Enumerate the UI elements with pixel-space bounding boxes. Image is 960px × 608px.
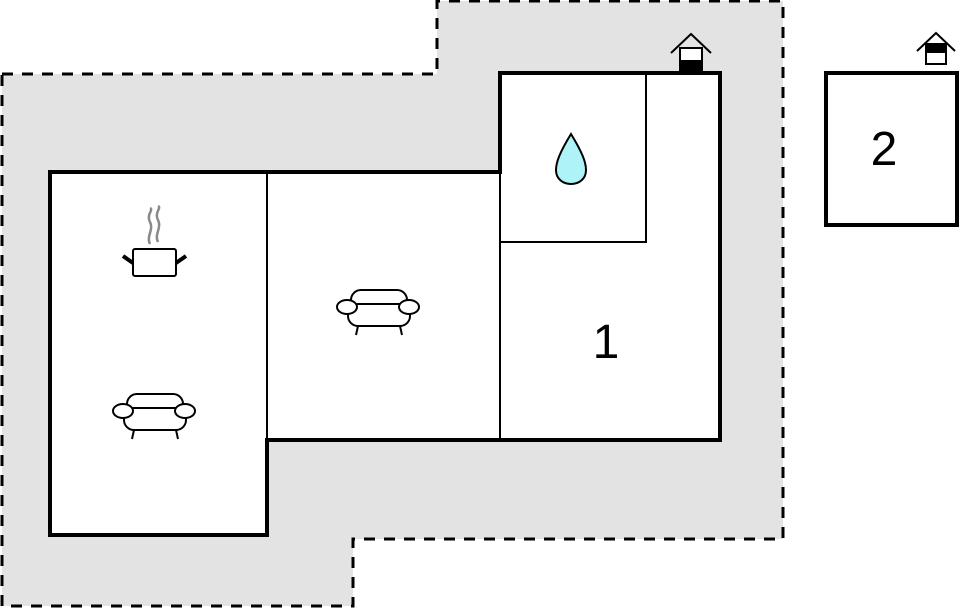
building-2-label: 2 bbox=[871, 123, 898, 176]
room-kitchen-living bbox=[112, 204, 196, 440]
building-2-entrance-icon bbox=[916, 31, 956, 65]
building-2: 2 bbox=[824, 71, 959, 227]
main-entrance-icon bbox=[670, 32, 712, 72]
water-drop-icon bbox=[554, 132, 588, 186]
cooking-pot-icon bbox=[121, 204, 188, 277]
room-bathroom bbox=[554, 132, 588, 186]
armchair-icon bbox=[336, 289, 420, 336]
exterior-walls bbox=[48, 71, 722, 537]
room-living bbox=[336, 289, 420, 336]
room-1-label: 1 bbox=[593, 316, 620, 369]
armchair-icon bbox=[112, 393, 196, 440]
interior-walls bbox=[266, 73, 647, 440]
